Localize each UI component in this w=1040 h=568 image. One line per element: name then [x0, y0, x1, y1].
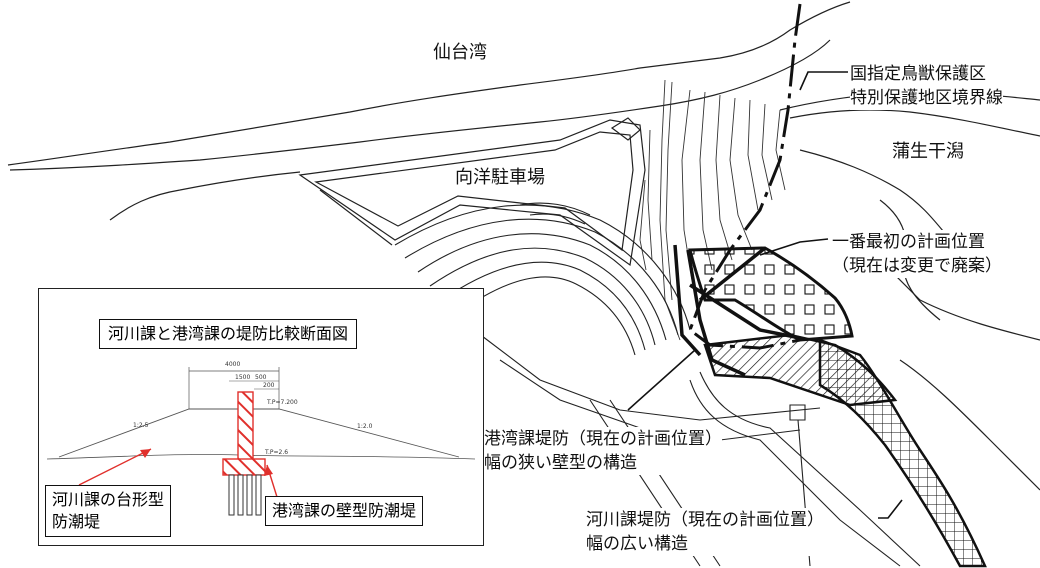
river-embankment-area — [818, 338, 987, 568]
port-wall-footing — [222, 458, 266, 476]
dim-tp-top: T.P=7.200 — [267, 399, 298, 406]
port-type-label: 港湾課の壁型防潮堤 — [265, 496, 424, 526]
first-plan-label-1: 一番最初の計画位置 — [832, 232, 985, 252]
port-embankment-label: 港湾課堤防（現在の計画位置） 幅の狭い壁型の構造 — [484, 427, 722, 475]
trapezoid-embankment — [58, 408, 460, 458]
dim-top-width: 4000 — [225, 361, 241, 368]
dim-3: 200 — [263, 382, 275, 389]
leader-lines — [627, 71, 903, 519]
port-wall-section — [237, 391, 254, 461]
port-embankment-label-1: 港湾課堤防（現在の計画位置） — [484, 429, 722, 449]
gamo-tidal-flat-label: 蒲生干潟 — [892, 141, 964, 162]
river-type-label-1: 河川課の台形型 — [52, 490, 165, 509]
river-embankment-label-1: 河川課堤防（現在の計画位置） — [586, 510, 824, 530]
port-embankment-label-2: 幅の狭い壁型の構造 — [484, 453, 637, 473]
cross-section-inset: 河川課と港湾課の堤防比較断面図 4000 1500 500 200 T.P=7.… — [38, 288, 484, 546]
sendai-bay-label: 仙台湾 — [433, 42, 487, 63]
dim-slope-left: 1:2.5 — [133, 422, 149, 429]
port-wall-line — [673, 244, 702, 357]
river-embankment-label-2: 幅の広い構造 — [586, 534, 688, 554]
boundary-line — [688, 3, 802, 350]
dim-tp-ground: T.P=2.6 — [265, 449, 289, 456]
parking-label: 向洋駐車場 — [455, 167, 545, 188]
river-embankment-label: 河川課堤防（現在の計画位置） 幅の広い構造 — [586, 508, 824, 556]
dim-2: 500 — [255, 374, 267, 381]
first-plan-outline — [686, 246, 801, 377]
boundary-line-label-1: 国指定鳥獣保護区 — [850, 64, 986, 84]
contours — [639, 79, 786, 341]
cross-section-drawing — [46, 367, 476, 516]
inset-title: 河川課と港湾課の堤防比較断面図 — [99, 319, 358, 349]
river-type-label: 河川課の台形型 防潮堤 — [45, 485, 172, 537]
parking-area — [298, 117, 646, 267]
first-plan-label-2: （現在は変更で廃案） — [832, 256, 1002, 276]
first-plan-area — [688, 246, 854, 342]
river-type-arrow — [78, 448, 152, 486]
river-type-label-2: 防潮堤 — [52, 512, 101, 531]
dim-slope-right: 1:2.0 — [357, 423, 373, 430]
boundary-line-label: 国指定鳥獣保護区 特別保護地区境界線 — [850, 62, 1003, 110]
dim-1: 1500 — [235, 374, 251, 381]
first-plan-label: 一番最初の計画位置 （現在は変更で廃案） — [832, 230, 1002, 278]
boundary-line-label-2: 特別保護地区境界線 — [850, 88, 1003, 108]
